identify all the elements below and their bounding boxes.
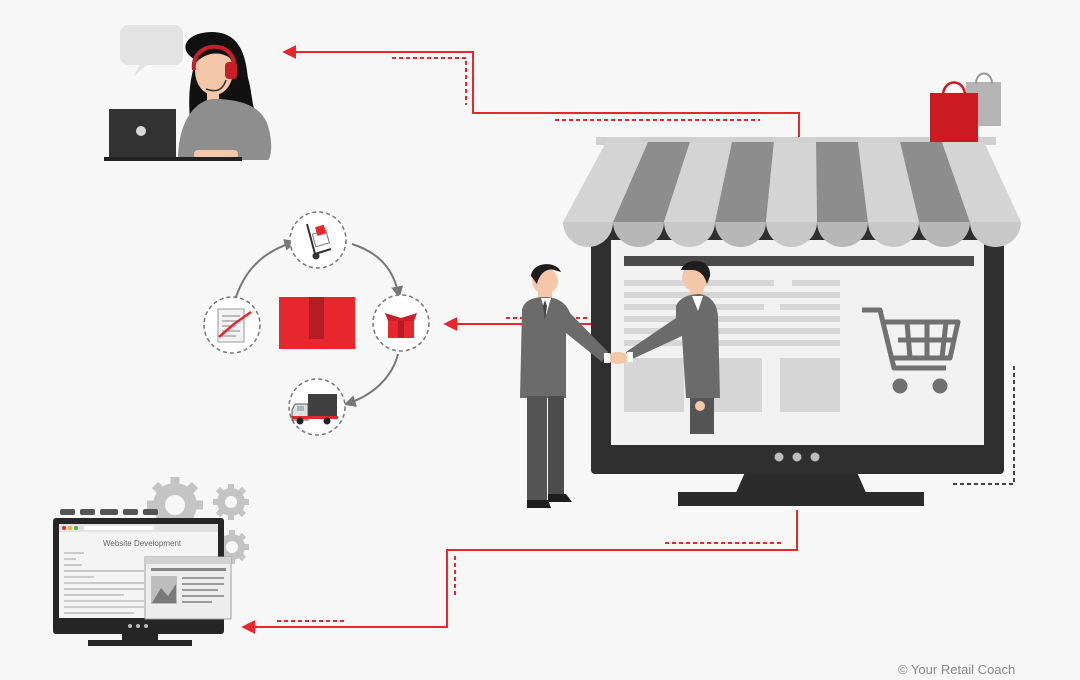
dashed-accents bbox=[277, 57, 781, 622]
businessman-right bbox=[626, 260, 720, 434]
arrow-to-support bbox=[282, 45, 800, 143]
copyright-watermark: © Your Retail Coach bbox=[898, 662, 1016, 677]
invoice-icon bbox=[217, 308, 252, 343]
storefront-monitor bbox=[591, 222, 1004, 506]
delivery-truck-icon bbox=[291, 394, 338, 425]
package-box-icon bbox=[279, 297, 355, 349]
desktop-monitor-icon bbox=[53, 509, 232, 646]
arrow-to-website bbox=[241, 510, 798, 634]
website-development-title: Website Development bbox=[103, 539, 182, 548]
logistics-cycle bbox=[203, 211, 430, 436]
hand-truck-icon bbox=[306, 223, 332, 260]
speech-bubble-icon bbox=[120, 25, 183, 65]
shopping-bags-icon bbox=[930, 72, 1001, 142]
storefront-awning-icon bbox=[563, 137, 1021, 247]
handshake-icon bbox=[520, 260, 720, 508]
businessman-left bbox=[520, 264, 608, 508]
laptop-icon bbox=[109, 109, 176, 157]
support-agent-icon bbox=[104, 25, 272, 161]
open-box-icon bbox=[385, 313, 417, 338]
shopping-cart-icon bbox=[862, 307, 961, 394]
